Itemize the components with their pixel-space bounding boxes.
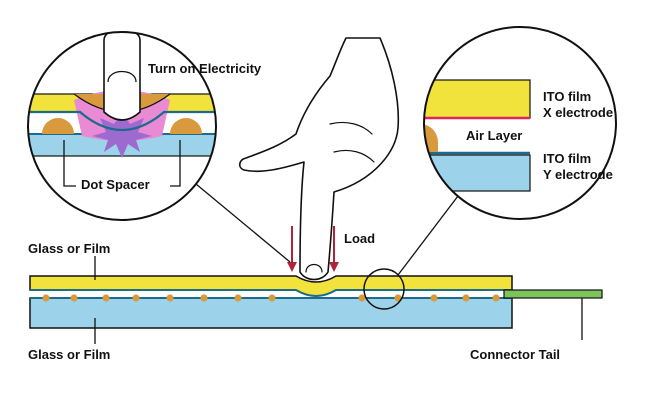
zoom-dot-spacer-right [170,118,202,134]
zoom-r-air-layer [424,120,530,152]
dot-spacer [358,294,366,302]
zoom-spot-circle [363,268,405,310]
pressed-x-electrode [28,110,216,131]
load-arrowhead-right [329,262,339,272]
bottom-glass-layer [29,297,513,329]
dot-spacer [200,294,208,302]
contact-burst [92,112,152,158]
air-gap-layer [30,290,512,298]
dot-spacer [234,294,242,302]
turn-on-electricity-label: Turn on Electricity [148,61,262,76]
connector-tail-label: Connector Tail [470,347,561,362]
dot-spacer [462,294,470,302]
dot-spacer [70,294,78,302]
x-electrode-line [30,289,512,297]
dot-spacer [394,294,402,302]
glass-top-label: Glass or Film [28,241,111,256]
dot-spacer [268,294,276,302]
dot-spacers [42,294,500,302]
ito-x-line2-label: X electrode [543,105,614,120]
zoom-r-bottom-glass [424,154,531,192]
load-label: Load [344,231,376,246]
dot-spacer [132,294,140,302]
connector-tail-strip [503,289,603,299]
ito-y-line1-label: ITO film [543,151,592,166]
load-arrows [287,226,339,272]
dot-spacer [492,294,500,302]
ito-y-line2-label: Y electrode [543,167,613,182]
zoom-leader-right [397,195,459,276]
dot-spacer [42,294,50,302]
ito-x-line1-label: ITO film [543,89,592,104]
zoom-dot-spacer-left [42,118,74,134]
pointing-finger-icon [238,37,400,281]
zoom-fingertip [103,32,141,121]
load-arrowhead-left [287,262,297,272]
dot-spacer [102,294,110,302]
dot-spacer-label: Dot Spacer [79,177,152,192]
zoom-r-top-film [424,79,531,119]
air-layer-label: Air Layer [466,128,523,143]
dot-spacer [166,294,174,302]
zoom-leader-left [195,183,291,263]
dot-spacer [430,294,438,302]
zoom-circle-layers [423,26,617,220]
zoom-circle-contact [27,31,217,221]
panel-cross-section [29,275,603,329]
dot-spacer-bracket [63,140,181,187]
glass-bottom-label: Glass or Film [28,347,111,362]
